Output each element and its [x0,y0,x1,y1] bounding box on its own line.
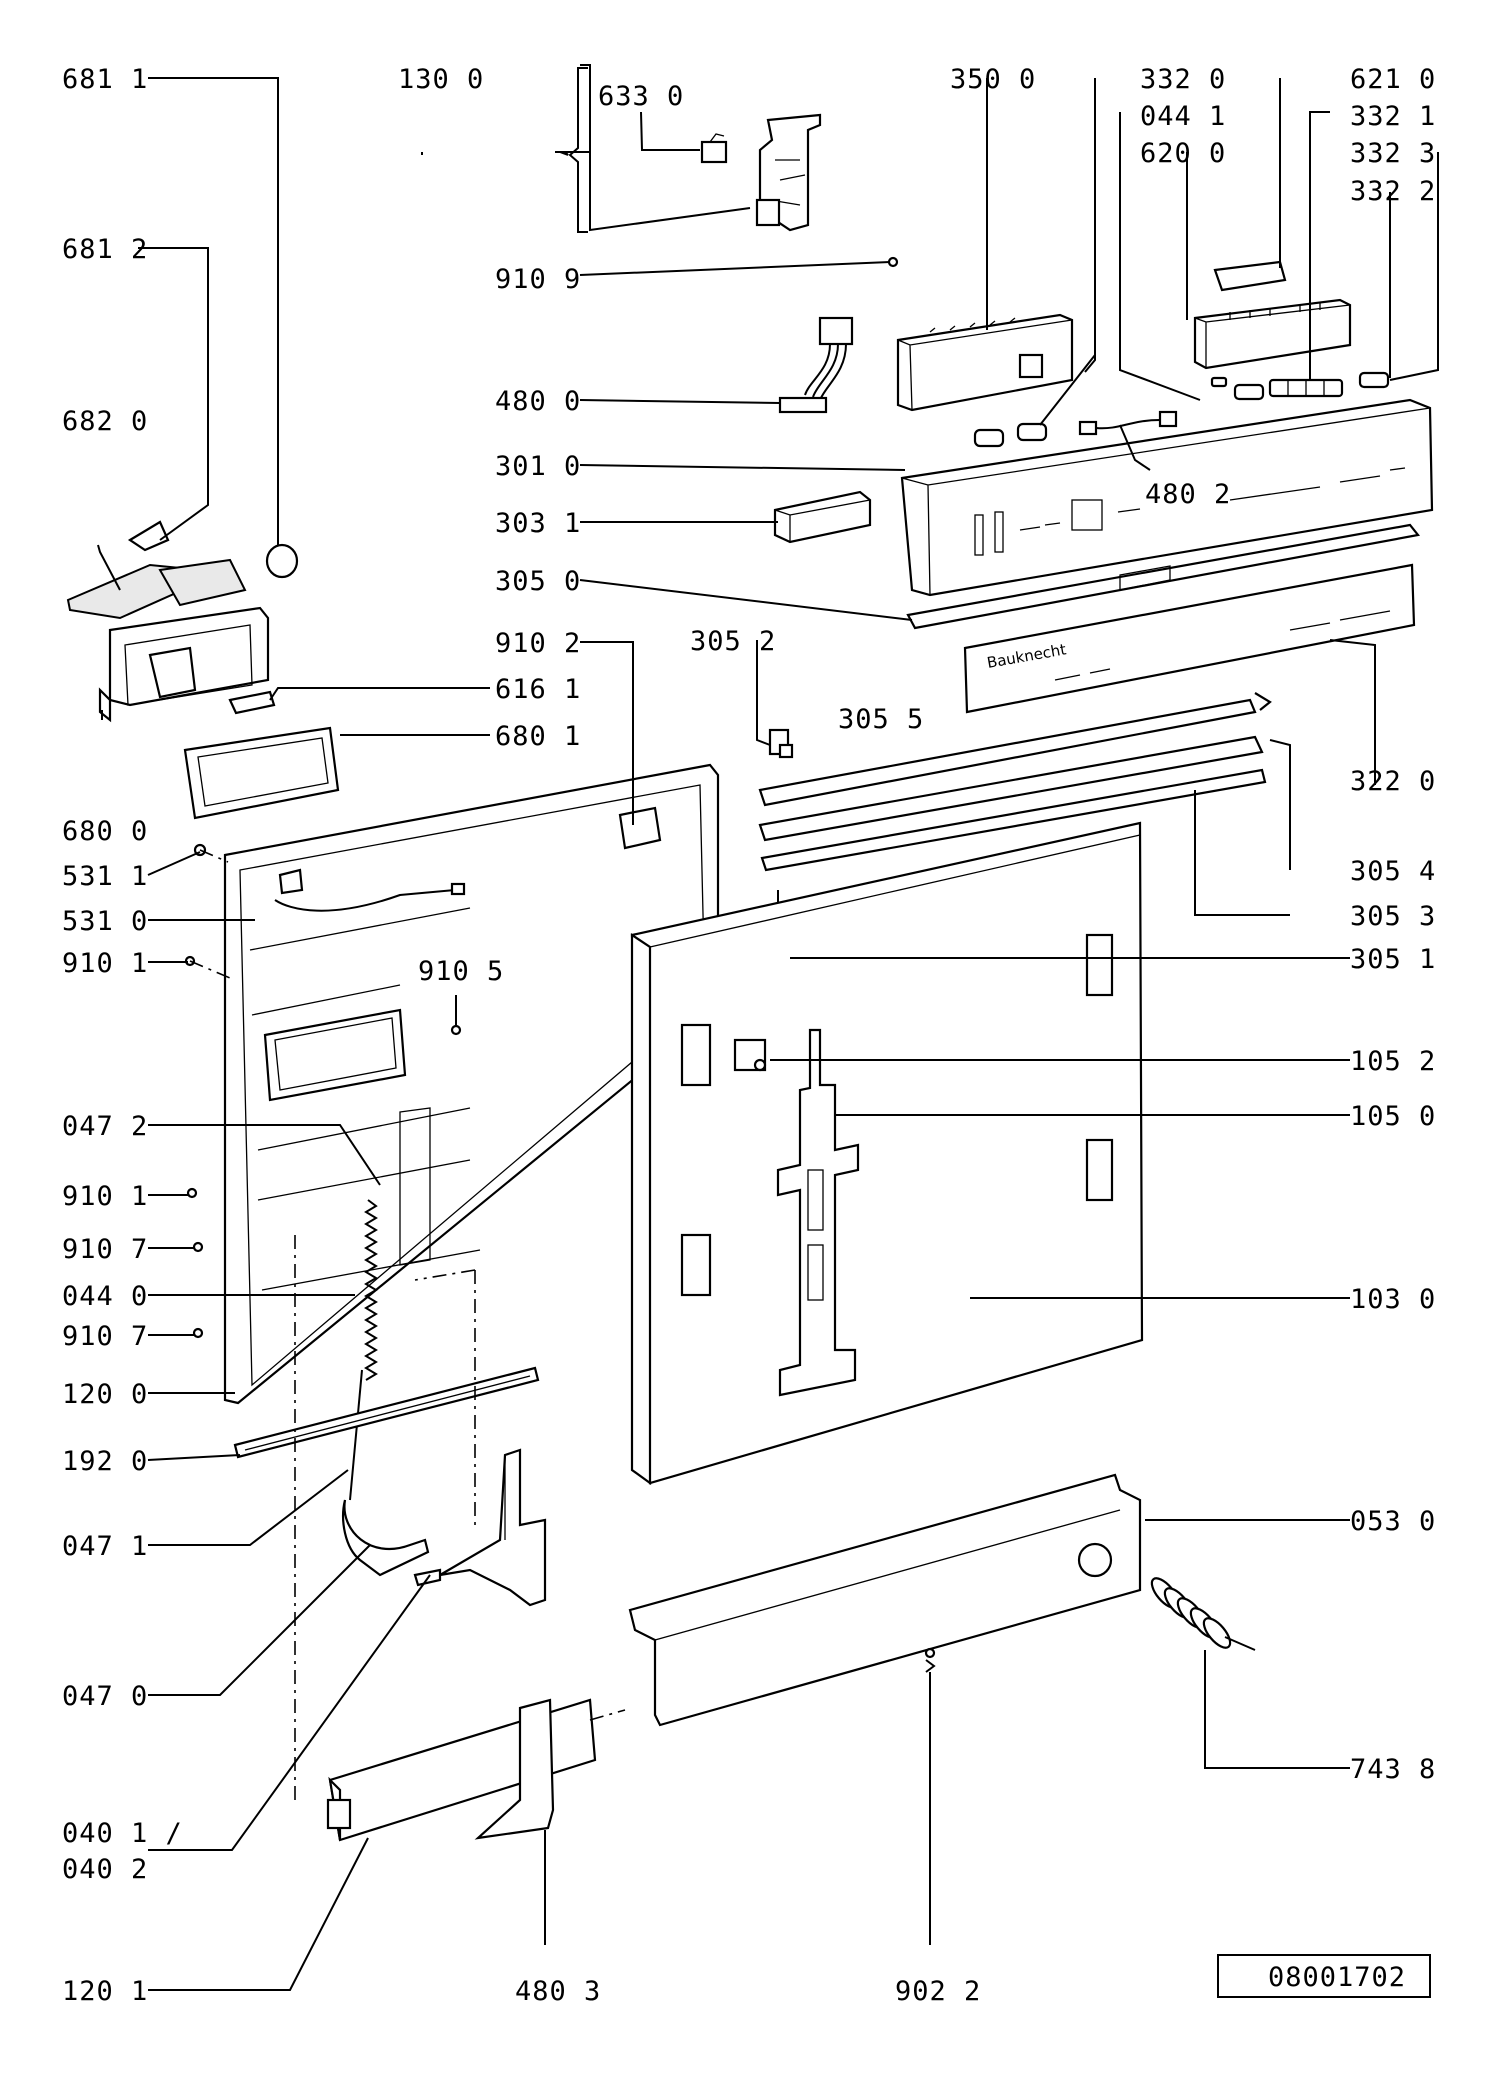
trim-strip-305-0 [906,523,1421,630]
electronic-board-620 [1193,298,1352,370]
label-910-9: 910 9 [495,264,581,295]
part-labels: 681 1 130 0 633 0 350 0 332 0 621 0 044 … [62,64,1436,2007]
label-480-2: 480 2 [1145,479,1231,510]
label-305-3: 305 3 [1350,901,1436,932]
label-350-0: 350 0 [950,64,1036,95]
label-105-0: 105 0 [1350,1101,1436,1132]
cable-harness-480 [778,316,854,414]
label-902-2: 902 2 [895,1976,981,2007]
label-305-0: 305 0 [495,566,581,597]
label-332-2: 332 2 [1350,176,1436,207]
label-305-4: 305 4 [1350,856,1436,887]
label-633-0: 633 0 [598,81,684,112]
label-681-2: 681 2 [62,234,148,265]
label-910-2: 910 2 [495,628,581,659]
label-680-0: 680 0 [62,816,148,847]
cable-480-2 [1078,410,1178,436]
label-303-1: 303 1 [495,508,581,539]
control-module-350 [896,313,1074,412]
slide-rail-assembly [758,692,1272,872]
label-301-0: 301 0 [495,451,581,482]
label-040-2: 040 2 [62,1854,148,1885]
label-044-1: 044 1 [1140,101,1226,132]
bracket-120-1 [326,1698,597,1842]
label-681-1: 681 1 [62,64,148,95]
label-682-0: 682 0 [62,406,148,437]
bracket-480-3 [474,1698,555,1840]
label-910-7a: 910 7 [62,1234,148,1265]
label-680-1: 680 1 [495,721,581,752]
brace-130 [559,151,572,156]
knob-305-2 [768,728,794,759]
screw-910-1b [186,1187,198,1199]
screw-902-2 [924,1647,936,1673]
label-480-0: 480 0 [495,386,581,417]
screw-910-7b [192,1327,204,1339]
label-047-0: 047 0 [62,1681,148,1712]
label-130-0: 130 0 [398,64,484,95]
label-332-1: 332 1 [1350,101,1436,132]
label-120-0: 120 0 [62,1379,148,1410]
spring-044 [364,1199,378,1381]
label-103-0: 103 0 [1350,1284,1436,1315]
label-332-3: 332 3 [1350,138,1436,169]
control-panel-301 [900,398,1434,597]
label-531-0: 531 0 [62,906,148,937]
label-616-1: 616 1 [495,674,581,705]
label-531-1: 531 1 [62,861,148,892]
label-053-0: 053 0 [1350,1506,1436,1537]
label-621-0: 621 0 [1350,64,1436,95]
seal-681-1 [265,543,299,579]
gasket-680-1 [183,726,340,820]
door-lock-bracket [755,113,822,232]
hinge-link-047 [342,1369,442,1587]
label-105-2: 105 2 [1350,1046,1436,1077]
part-616-1 [228,690,276,715]
dispenser-680 [66,558,270,723]
label-040-1: 040 1 / [62,1818,183,1849]
drawing-number-box: 08001702 [1217,1954,1431,1998]
label-910-1a: 910 1 [62,948,148,979]
label-305-2: 305 2 [690,626,776,657]
switch-633 [700,133,728,164]
drawing-number: 08001702 [1268,1962,1406,1993]
label-305-1: 305 1 [1350,944,1436,975]
rail-192 [233,1366,540,1459]
label-910-1b: 910 1 [62,1181,148,1212]
leader-lines [97,64,1439,1991]
label-743-8: 743 8 [1350,1754,1436,1785]
screw-910-9 [887,256,899,268]
buttons-044-1 [973,422,1048,448]
label-910-7b: 910 7 [62,1321,148,1352]
plate-105-0 [776,1028,860,1397]
inner-door-panel-120 [223,763,720,1405]
kick-plate-053 [628,1473,1142,1727]
module-621 [1213,260,1287,292]
lid-681-2 [127,520,170,552]
label-620-0: 620 0 [1140,138,1226,169]
label-047-2: 047 2 [62,1111,148,1142]
hinge-bracket-040 [439,1448,547,1607]
spring-743-8 [1150,1577,1256,1651]
label-044-0: 044 0 [62,1281,148,1312]
label-192-0: 192 0 [62,1446,148,1477]
label-305-5: 305 5 [838,704,924,735]
label-047-1: 047 1 [62,1531,148,1562]
label-322-0: 322 0 [1350,766,1436,797]
screw-910-7a [192,1241,204,1253]
buttons-332 [1210,371,1390,401]
outer-door-103 [630,821,1144,1486]
part-drawings: Bauknecht [66,113,1434,1842]
label-332-0: 332 0 [1140,64,1226,95]
brace-130-shape [568,67,588,233]
fascia-322: Bauknecht [963,563,1416,714]
screw-910-5 [450,1024,462,1036]
label-480-3: 480 3 [515,1976,601,2007]
construction-lines [189,849,626,1800]
label-910-5: 910 5 [418,956,504,987]
handle-303 [773,490,872,544]
clip-105-2 [733,1038,767,1072]
label-120-1: 120 1 [62,1976,148,2007]
